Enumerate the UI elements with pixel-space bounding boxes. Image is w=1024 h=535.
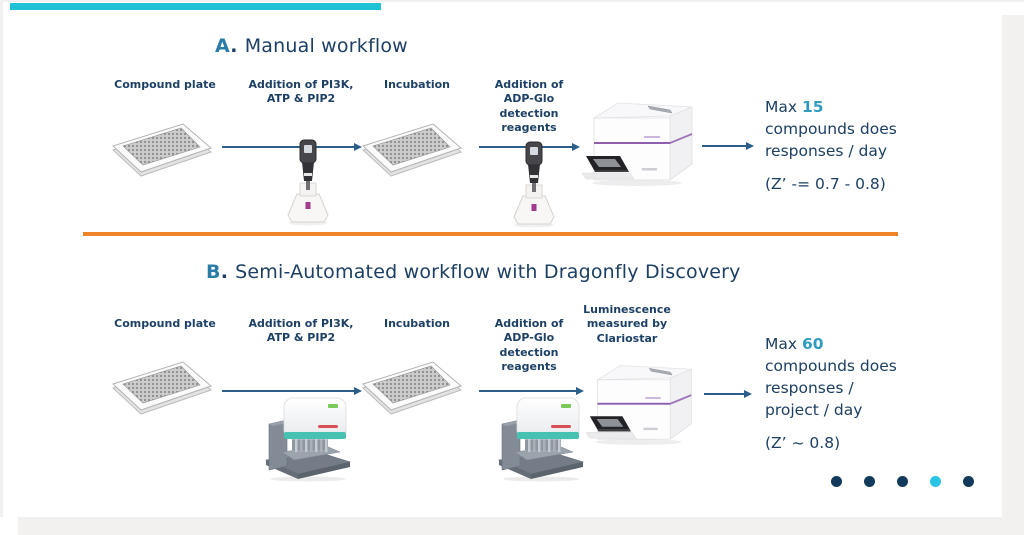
microplate-icon [107, 116, 217, 178]
carousel-dot[interactable] [963, 476, 974, 487]
dragonfly-dispenser-icon [262, 396, 354, 482]
carousel-dot[interactable] [897, 476, 908, 487]
next-slide-peek [1002, 2, 1024, 15]
step-label-adp-glo-a: Addition of ADP-Glo detection reagents [494, 78, 564, 134]
max-line-a: Max 15 [765, 96, 897, 118]
max-value-b: 60 [801, 335, 824, 353]
flow-arrow-icon [222, 143, 362, 151]
step-label-addition-pi3k-b: Addition of PI3K, ATP & PIP2 [248, 317, 354, 345]
section-a-title-text: Manual workflow [244, 35, 408, 57]
result-line-b2: responses / [765, 379, 854, 397]
max-label-a: Max [765, 98, 798, 116]
step-label-adp-glo-b: Addition of ADP-Glo detection reagents [494, 317, 564, 373]
pipette-icon [509, 140, 559, 228]
microplate-icon [357, 116, 467, 178]
section-a-letter-suffix: . [230, 35, 238, 57]
slide-card: A. Manual workflow Compound plate Additio… [3, 2, 1002, 517]
result-line-a1: compounds does [765, 120, 897, 138]
step-label-incubation-a: Incubation [384, 78, 450, 91]
z-score-b: (Z’ ~ 0.8) [765, 434, 841, 452]
flow-arrow-icon [222, 387, 362, 395]
page-corner-notch [0, 517, 18, 535]
plate-reader-icon [582, 86, 699, 188]
slide-accent-bar [10, 3, 381, 10]
plate-reader-icon [586, 349, 698, 447]
carousel-dot[interactable] [831, 476, 842, 487]
section-a-letter: A [215, 35, 231, 57]
flow-arrow-icon [479, 387, 584, 395]
step-label-compound-plate-b: Compound plate [114, 317, 216, 330]
throughput-note-a: Max 15 compounds does responses / day (Z… [765, 96, 897, 195]
carousel-dots [831, 476, 974, 487]
max-line-b: Max 60 [765, 333, 897, 355]
step-label-luminescence-b: Luminescence measured by Clariostar [583, 303, 671, 345]
step-label-incubation-b: Incubation [384, 317, 450, 330]
max-label-b: Max [765, 335, 798, 353]
section-b-title-text: Semi-Automated workflow with Dragonfly D… [235, 261, 741, 283]
section-b-title: B. Semi-Automated workflow with Dragonfly… [206, 261, 741, 283]
flow-arrow-icon [702, 142, 754, 150]
dragonfly-dispenser-icon [495, 396, 587, 482]
section-divider [83, 232, 898, 236]
carousel-dot[interactable] [930, 476, 941, 487]
section-b-letter: B [206, 261, 221, 283]
z-score-a: (Z’ -= 0.7 - 0.8) [765, 175, 886, 193]
step-label-compound-plate-a: Compound plate [114, 78, 216, 91]
section-a-title: A. Manual workflow [215, 35, 408, 57]
flow-arrow-icon [704, 390, 752, 398]
max-value-a: 15 [801, 98, 824, 116]
pipette-icon [283, 138, 333, 226]
result-line-b3: project / day [765, 401, 863, 419]
carousel-dot[interactable] [864, 476, 875, 487]
microplate-icon [357, 354, 467, 416]
result-line-a2: responses / day [765, 142, 888, 160]
throughput-note-b: Max 60 compounds does responses / projec… [765, 333, 897, 454]
section-b-letter-suffix: . [220, 261, 229, 283]
result-line-b1: compounds does [765, 357, 897, 375]
microplate-icon [107, 354, 217, 416]
step-label-addition-pi3k-a: Addition of PI3K, ATP & PIP2 [248, 78, 354, 106]
